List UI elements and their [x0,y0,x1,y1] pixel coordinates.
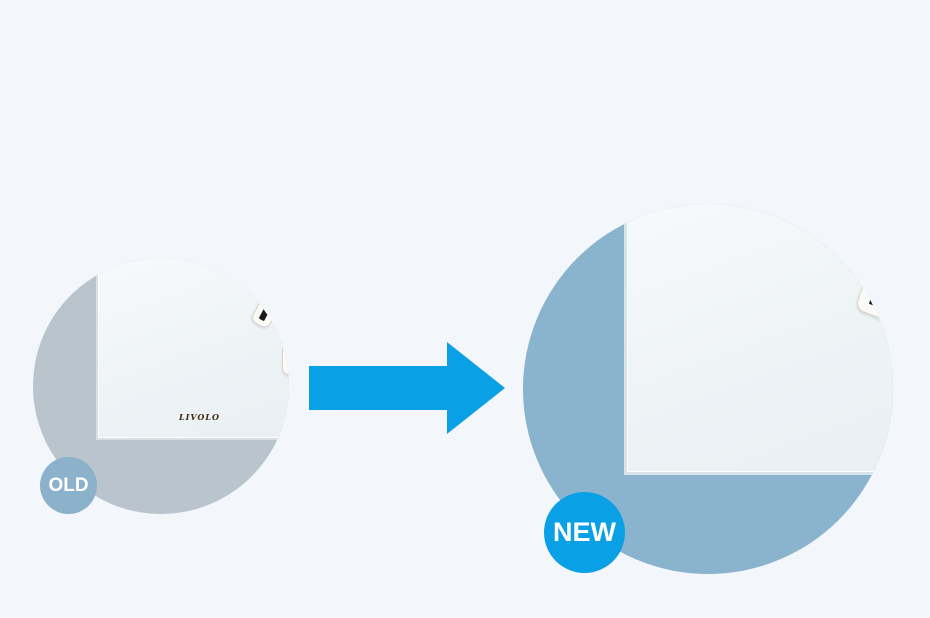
arrow-shape [309,342,505,434]
slot-hole [868,268,893,308]
new-socket-slot-left [855,255,893,321]
new-socket-panel [624,204,893,475]
right-arrow-icon [309,342,505,434]
new-socket-closeup [523,204,893,574]
new-badge: NEW [544,492,625,573]
old-socket-slot-left [251,293,281,329]
slot-hole [258,300,274,322]
old-socket-slot-earth [283,344,289,374]
old-badge: OLD [40,457,97,514]
brand-logo: LIVOLO [179,412,220,422]
old-socket-panel: LIVOLO [96,258,289,440]
